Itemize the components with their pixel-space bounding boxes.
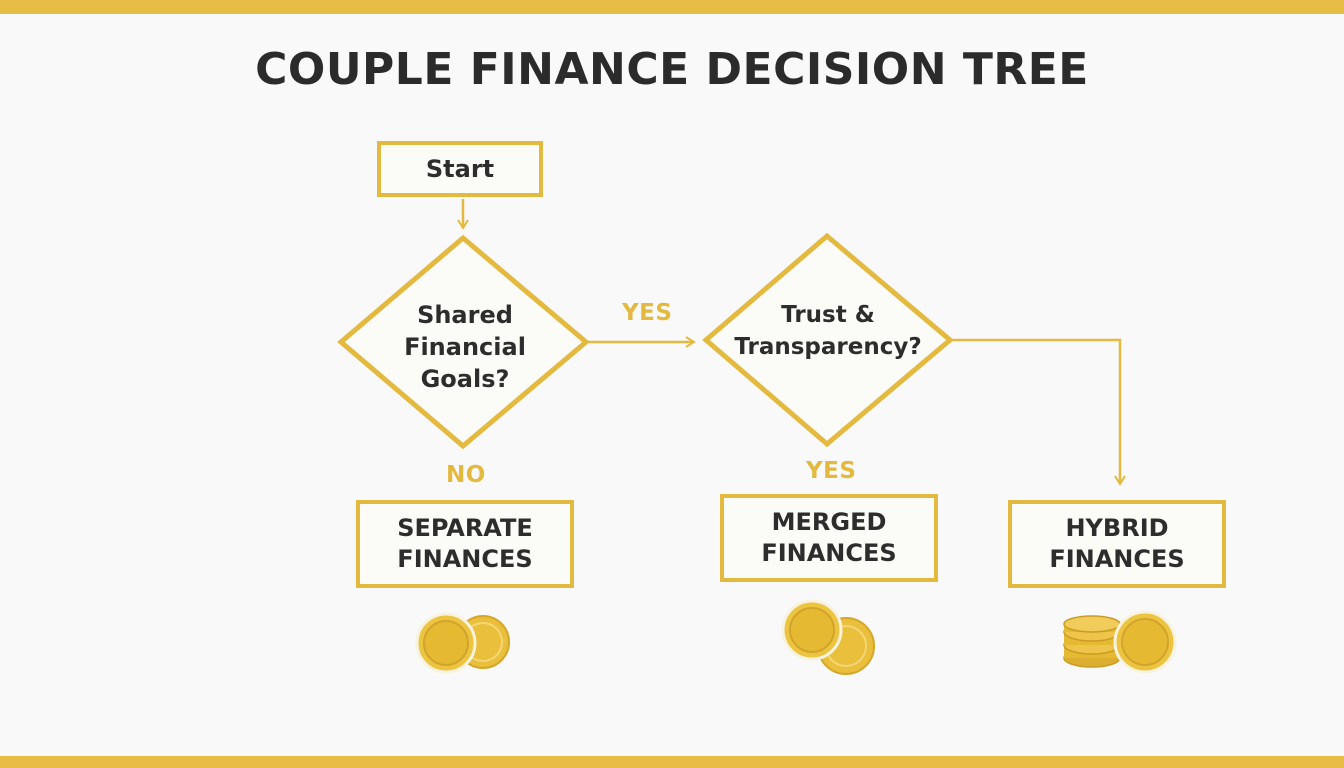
merged-line-1: MERGED: [771, 508, 887, 536]
merged-line-2: FINANCES: [761, 539, 897, 567]
goals-line-1: Shared: [417, 301, 513, 329]
outcome-separate-finances: SEPARATE FINANCES: [356, 500, 574, 588]
top-accent-bar: [0, 0, 1344, 14]
coin-stack-icon-hybrid: [1063, 610, 1177, 674]
decision-diamond-trust: [702, 232, 954, 448]
arrow-trust-to-hybrid: [948, 338, 1126, 486]
coins-icon-merged: [781, 599, 875, 675]
trust-line-2: Transparency?: [734, 334, 922, 360]
coins-icon-separate: [415, 612, 510, 674]
decision-diamond-shared-goals: [337, 234, 590, 450]
decision-label-trust: Trust & Transparency?: [728, 299, 928, 363]
goals-line-3: Goals?: [420, 365, 510, 393]
outcome-hybrid-finances: HYBRID FINANCES: [1008, 500, 1226, 588]
decision-label-shared-goals: Shared Financial Goals?: [375, 299, 555, 395]
bottom-accent-bar: [0, 756, 1344, 768]
start-label: Start: [425, 155, 495, 183]
separate-line-2: FINANCES: [397, 545, 533, 573]
outcome-merged-finances: MERGED FINANCES: [720, 494, 938, 582]
page-title: COUPLE FINANCE DECISION TREE: [255, 44, 1089, 95]
start-node: Start: [377, 141, 543, 197]
hybrid-line-2: FINANCES: [1049, 545, 1185, 573]
hybrid-line-1: HYBRID: [1065, 514, 1169, 542]
edge-label-goals-yes: YES: [622, 300, 673, 326]
edge-label-trust-yes: YES: [806, 458, 857, 484]
edge-label-goals-no: NO: [446, 462, 486, 488]
separate-line-1: SEPARATE: [397, 514, 533, 542]
goals-line-2: Financial: [404, 333, 526, 361]
trust-line-1: Trust &: [781, 302, 875, 328]
